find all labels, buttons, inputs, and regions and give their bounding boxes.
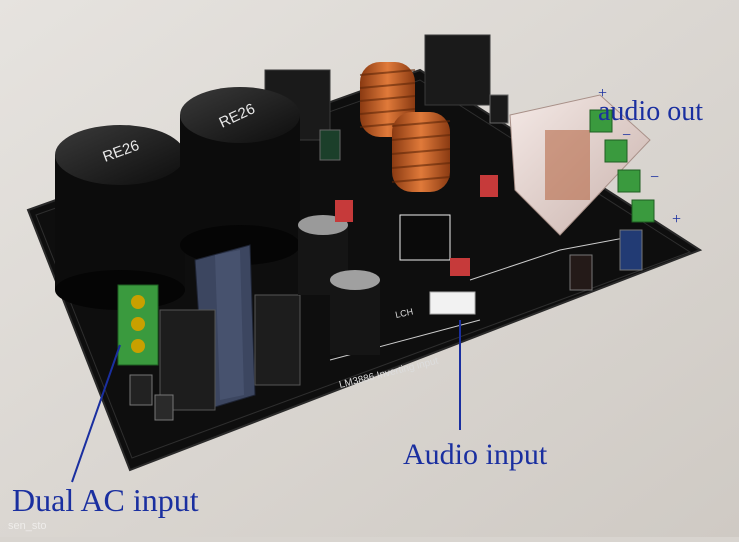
connector-silkscreen: LCH	[394, 306, 414, 320]
audio-out-plus-bottom: +	[672, 211, 682, 228]
inductor-coil-lower	[391, 112, 451, 192]
opamp-socket	[399, 214, 451, 261]
ac-input-terminal	[117, 284, 159, 366]
capacitor-right	[180, 87, 300, 265]
watermark: sen_sto	[8, 520, 47, 532]
audio-input-connector	[429, 291, 476, 315]
output-terminal-block	[589, 109, 655, 223]
transistor-top-right	[424, 34, 491, 106]
small-components	[129, 94, 643, 421]
ac-input-pointer-line	[71, 344, 121, 483]
capacitor-mid-2	[330, 270, 380, 355]
regulator-left	[159, 309, 216, 411]
audio-input-label: Audio input	[403, 438, 548, 471]
regulator-right	[254, 294, 301, 386]
audio-out-label: audio out	[598, 96, 703, 127]
dual-ac-input-label: Dual AC input	[12, 482, 199, 518]
audio-out-minus-mid: −	[650, 169, 660, 186]
audio-out-minus-top: −	[622, 127, 632, 144]
audio-out-plus-top: +	[598, 85, 608, 102]
relay	[509, 94, 651, 236]
